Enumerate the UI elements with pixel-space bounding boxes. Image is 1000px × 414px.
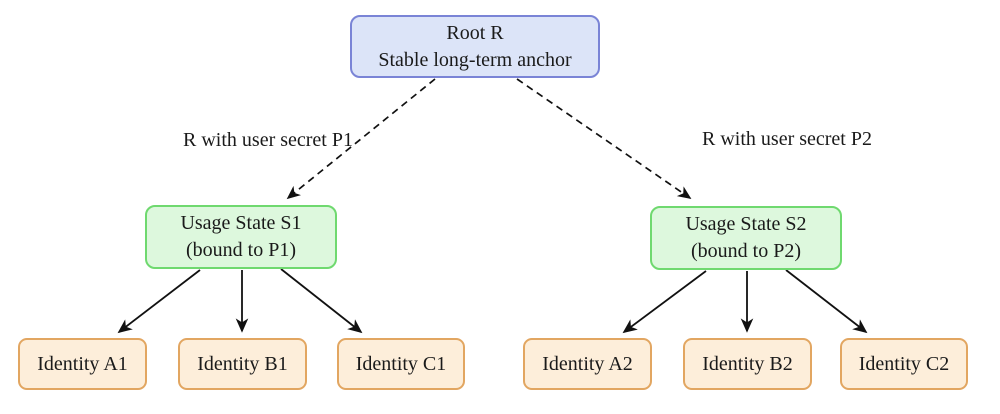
usage-s2-subtitle: (bound to P2) — [691, 240, 801, 262]
usage-s1-subtitle: (bound to P1) — [186, 239, 296, 261]
usage-s2-title: Usage State S2 — [685, 213, 807, 235]
edge-s1-to-c1 — [280, 268, 363, 334]
edge-root-to-s1 — [286, 78, 436, 200]
node-usage-state-s2: Usage State S2 (bound to P2) — [650, 206, 842, 270]
edge-label-p2: R with user secret P2 — [702, 128, 872, 150]
edge-label-p1: R with user secret P1 — [183, 129, 353, 151]
node-identity-b1: Identity B1 — [178, 338, 307, 390]
edge-root-to-s2 — [516, 78, 692, 199]
node-identity-c1: Identity C1 — [337, 338, 465, 390]
edge-s1-to-a1 — [117, 269, 201, 334]
edge-s2-to-c2 — [785, 269, 868, 334]
edge-s2-to-a2 — [622, 270, 707, 334]
root-subtitle: Stable long-term anchor — [378, 48, 572, 71]
node-identity-c2: Identity C2 — [840, 338, 968, 390]
node-identity-a1: Identity A1 — [18, 338, 147, 390]
node-usage-state-s1: Usage State S1 (bound to P1) — [145, 205, 337, 269]
node-identity-b2: Identity B2 — [683, 338, 812, 390]
root-title: Root R — [446, 21, 504, 44]
node-root: Root R Stable long-term anchor — [350, 15, 600, 78]
usage-s1-title: Usage State S1 — [180, 212, 302, 234]
node-identity-a2: Identity A2 — [523, 338, 652, 390]
